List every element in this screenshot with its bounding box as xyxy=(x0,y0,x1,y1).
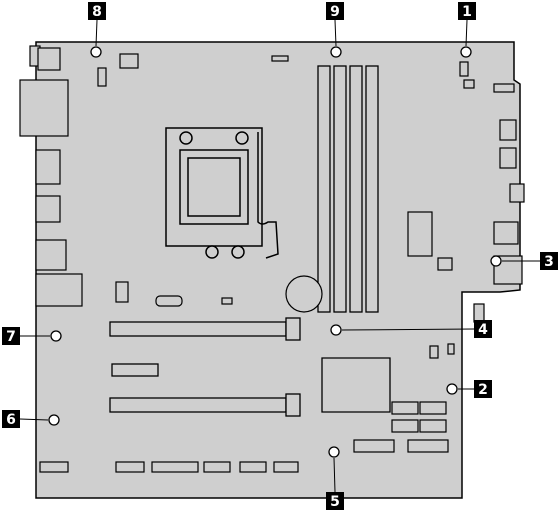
callout-6: 6 xyxy=(2,410,20,428)
power-connector-small xyxy=(438,258,452,270)
pcie-x16-slot-1 xyxy=(110,322,286,336)
bottom-header-1 xyxy=(40,462,68,472)
atx-power-connector xyxy=(408,212,432,256)
pcie-x1-slot xyxy=(112,364,158,376)
callout-7: 7 xyxy=(2,327,20,345)
screw-hole-2[interactable] xyxy=(447,384,457,394)
bottom-header-6 xyxy=(274,462,298,472)
sata-2 xyxy=(420,402,446,414)
screw-hole-7[interactable] xyxy=(51,331,61,341)
usb-port-2 xyxy=(36,196,60,222)
screw-hole-8[interactable] xyxy=(91,47,101,57)
screw-hole-9[interactable] xyxy=(331,47,341,57)
right-connector-1 xyxy=(500,120,516,140)
sata-3 xyxy=(392,420,418,432)
callout-5: 5 xyxy=(326,492,344,510)
callout-4-text: 4 xyxy=(478,322,488,338)
cpu-socket-hole-2 xyxy=(236,132,248,144)
cpu-socket-core xyxy=(188,158,240,216)
memory-slot-4 xyxy=(366,66,378,312)
callout-2-text: 2 xyxy=(478,382,488,398)
bottom-header-3 xyxy=(152,462,198,472)
callout-5-text: 5 xyxy=(330,494,340,510)
cpu-power-connector xyxy=(120,54,138,68)
callout-9-text: 9 xyxy=(330,4,340,20)
cmos-battery xyxy=(286,276,322,312)
pcie-x16-slot-2 xyxy=(110,398,286,412)
header-small-right xyxy=(460,62,468,76)
header-mid-left xyxy=(116,282,128,302)
ethernet-port xyxy=(36,274,82,306)
callout-1-text: 1 xyxy=(462,4,472,20)
callout-9: 9 xyxy=(326,2,344,20)
bottom-header-4 xyxy=(204,462,230,472)
right-connector-6 xyxy=(494,84,514,92)
header-horizontal-top xyxy=(272,56,288,61)
screw-hole-3[interactable] xyxy=(491,256,501,266)
right-connector-4 xyxy=(494,222,518,244)
screw-hole-5[interactable] xyxy=(329,447,339,457)
usb-port-1 xyxy=(36,150,60,184)
small-chip xyxy=(222,298,232,304)
memory-slot-2 xyxy=(334,66,346,312)
vga-port xyxy=(20,80,68,136)
connector-vertical xyxy=(474,304,484,322)
callout-3-text: 3 xyxy=(544,254,554,270)
callout-1: 1 xyxy=(458,2,476,20)
callout-8: 8 xyxy=(88,2,106,20)
right-connector-2 xyxy=(500,148,516,168)
slot-latch-1 xyxy=(286,318,300,340)
callout-6-text: 6 xyxy=(6,412,16,428)
sata-1 xyxy=(392,402,418,414)
chipset-heatsink xyxy=(322,358,390,412)
screw-hole-6[interactable] xyxy=(49,415,59,425)
callout-8-text: 8 xyxy=(92,4,102,20)
header-vertical-top xyxy=(98,68,106,86)
callout-7-text: 7 xyxy=(6,329,16,345)
bottom-header-2 xyxy=(116,462,144,472)
memory-slot-1 xyxy=(318,66,330,312)
io-port-top xyxy=(38,48,60,70)
callout-2: 2 xyxy=(474,380,492,398)
bottom-header-5 xyxy=(240,462,266,472)
slot-latch-2 xyxy=(286,394,300,416)
header-small-right-2 xyxy=(464,80,474,88)
screw-hole-1[interactable] xyxy=(461,47,471,57)
screw-hole-4[interactable] xyxy=(331,325,341,335)
sata-5 xyxy=(354,440,394,452)
cpu-socket-hole-3 xyxy=(206,246,218,258)
bios-chip xyxy=(156,296,182,306)
usb-port-3 xyxy=(36,240,66,270)
callout-3: 3 xyxy=(540,252,558,270)
header-right-1 xyxy=(430,346,438,358)
cpu-socket xyxy=(166,128,278,258)
sata-4 xyxy=(420,420,446,432)
sata-6 xyxy=(408,440,448,452)
cpu-socket-hole-4 xyxy=(232,246,244,258)
right-connector-3 xyxy=(510,184,524,202)
cpu-socket-hole-1 xyxy=(180,132,192,144)
callout-4: 4 xyxy=(474,320,492,338)
memory-slot-3 xyxy=(350,66,362,312)
header-right-2 xyxy=(448,344,454,354)
